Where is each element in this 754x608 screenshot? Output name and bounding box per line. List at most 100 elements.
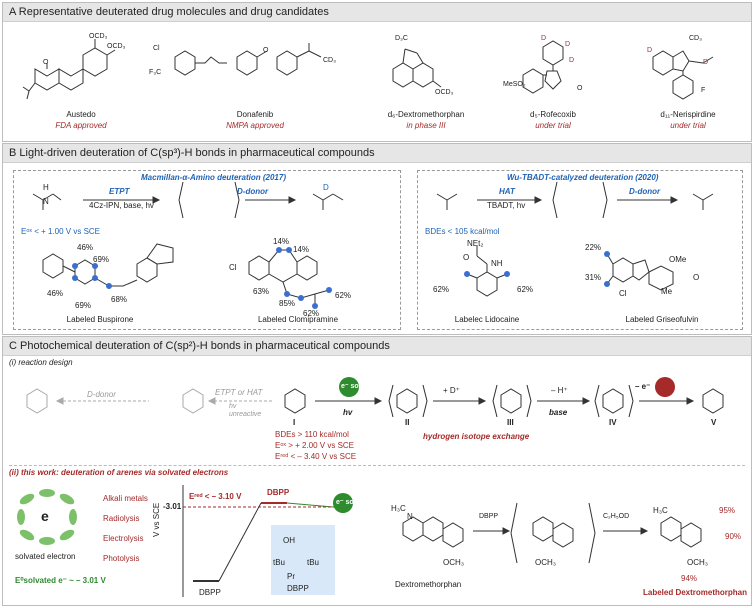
wu-step2: D-donor bbox=[629, 187, 661, 196]
clo-pct-3: 63% bbox=[253, 287, 270, 296]
clomipramine-label: Labeled Clomipramine bbox=[257, 315, 339, 324]
solvated-label: solvated electron bbox=[15, 552, 76, 561]
solvated-electron-icon bbox=[17, 489, 77, 545]
dextro-status: in phase III bbox=[406, 121, 446, 130]
donafenib-cl: Cl bbox=[153, 45, 160, 52]
dextro-arrow-dbpp: DBPP bbox=[479, 513, 499, 520]
clo-pct-4: 85% bbox=[279, 299, 296, 308]
nerispirdine-d1: D bbox=[647, 47, 653, 54]
prod-pct-2: 90% bbox=[725, 532, 742, 541]
panel-a-header: A Representative deuterated drug molecul… bbox=[3, 3, 751, 22]
prod-och3: OCH₃ bbox=[687, 558, 709, 567]
gri-cl: Cl bbox=[619, 289, 627, 298]
rofecoxib-d3: D bbox=[569, 57, 575, 64]
austedo-ocd3-2: OCD₃ bbox=[107, 43, 126, 50]
donafenib-o: O bbox=[263, 47, 269, 54]
clo-pct-2: 14% bbox=[293, 245, 310, 254]
clomipramine-structure bbox=[248, 247, 332, 309]
hie-label: hydrogen isotope exchange bbox=[423, 432, 530, 441]
macmillan-h: H bbox=[43, 183, 49, 192]
lid-pct-1: 62% bbox=[433, 285, 450, 294]
bus-pct-1: 46% bbox=[77, 243, 94, 252]
method-electrolysis: Electrolysis bbox=[103, 534, 144, 543]
panel-c: C Photochemical deuteration of C(sp²)-H … bbox=[2, 336, 752, 606]
griseofulvin-structure bbox=[604, 251, 674, 291]
austedo-o: O bbox=[43, 59, 49, 66]
c2h5od-label: C₂H₅OD bbox=[603, 513, 630, 520]
dbpp-tbu2: tBu bbox=[307, 558, 320, 567]
prod-pct-3: 94% bbox=[681, 574, 698, 583]
bus-pct-3: 46% bbox=[47, 289, 64, 298]
dextro-och3: OCH₃ bbox=[443, 558, 465, 567]
gri-pct-2: 31% bbox=[585, 273, 602, 282]
dbpp-oh: OH bbox=[283, 536, 295, 545]
dbpp-ground-label: DBPP bbox=[199, 588, 221, 597]
dextro-ch3: H₃C bbox=[391, 504, 406, 513]
clo-pct-5: 62% bbox=[335, 291, 352, 300]
macmillan-d: D bbox=[323, 183, 329, 192]
hv-unreactive: hv unreactive bbox=[229, 403, 262, 418]
prod-ch3: H₃C bbox=[653, 506, 668, 515]
eox-label: Eᵒˣ > + 2.00 V vs SCE bbox=[275, 441, 355, 450]
dextro-ocd3: OCD₃ bbox=[435, 89, 454, 96]
donafenib-status: NMPA approved bbox=[226, 121, 284, 130]
wu-title: Wu-TBADT-catalyzed deuteration (2020) bbox=[507, 173, 659, 182]
dbpp-star-label: DBPP bbox=[267, 488, 290, 497]
esolv-badge-1: e⁻ solv bbox=[341, 383, 365, 390]
dbpp-box-label: DBPP bbox=[287, 584, 309, 593]
buspirone-label: Labeled Buspirone bbox=[66, 315, 134, 324]
nerispirdine-d2: D bbox=[703, 59, 709, 66]
gri-pct-1: 22% bbox=[585, 243, 602, 252]
e-solvated-label: E⁰solvated e⁻ ~ – 3.01 V bbox=[15, 576, 106, 585]
griseofulvin-label: Labeled Griseofulvin bbox=[625, 315, 699, 324]
reaction-design-label: (i) reaction design bbox=[9, 358, 73, 367]
this-work-label: (ii) this work: deuteration of arenes vi… bbox=[9, 468, 229, 477]
dextro-name-label: Dextromethorphan bbox=[395, 580, 462, 589]
buspirone-structure bbox=[42, 243, 174, 289]
base-label: base bbox=[549, 408, 568, 417]
panel-a: A Representative deuterated drug molecul… bbox=[2, 2, 752, 142]
roman-4: IV bbox=[609, 418, 617, 427]
gri-me: Me bbox=[661, 287, 673, 296]
nerispirdine-cd3: CD₃ bbox=[689, 35, 702, 42]
dextro-name: d₆-Dextromethorphan bbox=[387, 110, 465, 119]
lidocaine-structure bbox=[464, 246, 510, 297]
d5-rofecoxib-structure bbox=[522, 40, 564, 94]
lid-o: O bbox=[463, 253, 470, 262]
wu-box bbox=[417, 170, 743, 330]
nerispirdine-f: F bbox=[701, 87, 706, 94]
roman-1: I bbox=[293, 418, 296, 427]
prod-pct-1: 95% bbox=[719, 506, 736, 515]
rofecoxib-name: d₅-Rofecoxib bbox=[530, 110, 576, 119]
esolv-badge-2: e⁻ solv bbox=[336, 499, 360, 506]
austedo-name: Austedo bbox=[66, 110, 96, 119]
dbpp-tbu1: tBu bbox=[273, 558, 286, 567]
ered-label: Eʳᵉᵈ < – 3.40 V vs SCE bbox=[275, 452, 357, 461]
reaction-design-scheme bbox=[26, 377, 724, 418]
clo-cl: Cl bbox=[229, 263, 237, 272]
ddonor-grey: D-donor bbox=[87, 390, 116, 399]
inter-och3: OCH₃ bbox=[535, 558, 557, 567]
hv-label: hv bbox=[343, 408, 353, 417]
plus-d-label: + D⁺ bbox=[443, 386, 460, 395]
bde-label: BDEs > 110 kcal/mol bbox=[275, 430, 349, 439]
panel-c-header: C Photochemical deuteration of C(sp²)-H … bbox=[3, 337, 751, 356]
macmillan-step2: D-donor bbox=[237, 187, 269, 196]
dbpp-pr: Pr bbox=[287, 572, 295, 581]
donafenib-cd3: CD₃ bbox=[323, 57, 336, 64]
d6-dextromethorphan-structure bbox=[392, 48, 442, 88]
wu-scheme-lines bbox=[436, 181, 714, 219]
method-photolysis: Photolysis bbox=[103, 554, 140, 563]
wu-step1: HAT bbox=[499, 187, 515, 196]
d11-nerispirdine-structure bbox=[652, 50, 714, 100]
rofecoxib-o: O bbox=[577, 85, 583, 92]
etpt-hat: ETPT or HAT bbox=[215, 388, 263, 397]
clo-pct-6: 62% bbox=[303, 309, 320, 318]
macmillan-scheme-lines bbox=[32, 181, 344, 219]
minus-e-label: – e⁻ bbox=[635, 382, 651, 391]
macmillan-title: Macmillan-α-Amino deuteration (2017) bbox=[141, 173, 286, 182]
donafenib-structure bbox=[174, 43, 322, 76]
austedo-structure bbox=[22, 39, 116, 100]
divider bbox=[9, 465, 745, 466]
bus-pct-5: 68% bbox=[111, 295, 128, 304]
